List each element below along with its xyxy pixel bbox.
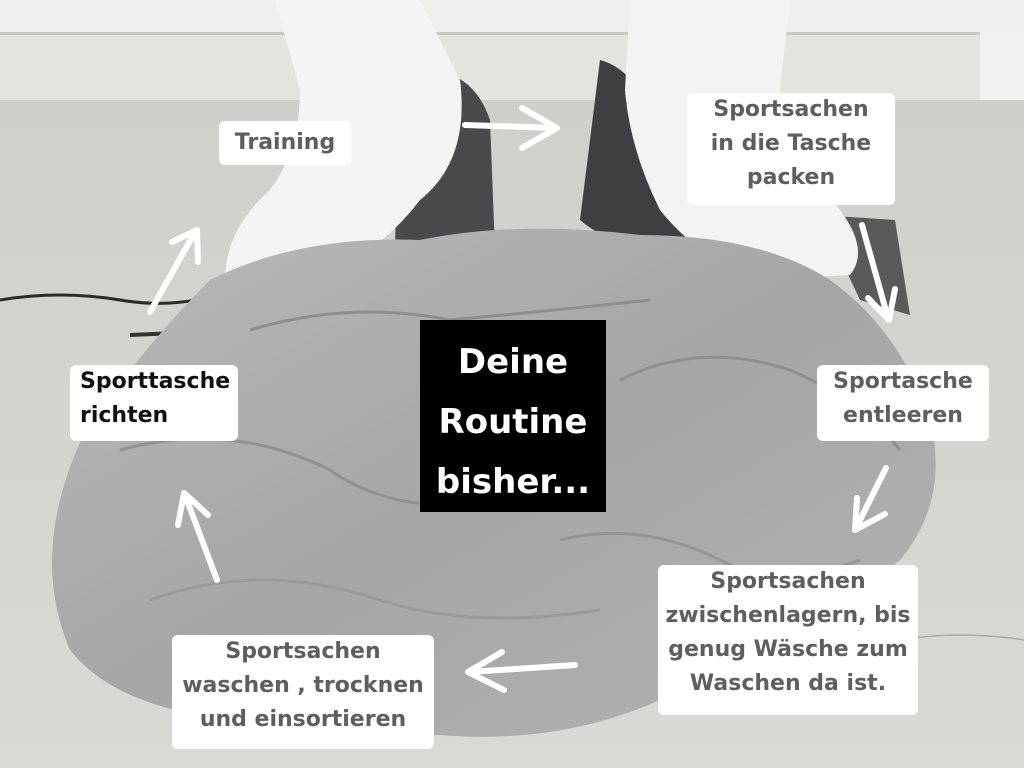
arrow-store-to-wash-icon xyxy=(465,649,578,693)
step-wash-label: Sportsachen waschen , trocknen und einso… xyxy=(172,635,434,749)
headline-text: Deine Routine bisher... xyxy=(435,342,591,502)
step-training-label: Training xyxy=(219,121,351,165)
arrow-prepare-to-training-icon xyxy=(147,227,201,315)
arrow-training-to-pack-icon xyxy=(462,105,560,151)
step-empty-label: Sportasche entleeren xyxy=(817,365,989,441)
step-store-label: Sportsachen zwischenlagern, bis genug Wä… xyxy=(658,565,918,715)
step-prepare-label: Sporttasche richten xyxy=(70,365,238,441)
headline-box: Deine Routine bisher... xyxy=(420,320,606,512)
arrow-empty-to-store-icon xyxy=(852,465,889,533)
step-pack-label: Sportsachen in die Tasche packen xyxy=(687,93,895,205)
arrow-wash-to-prepare-icon xyxy=(175,490,220,583)
arrow-pack-to-empty-icon xyxy=(859,222,898,323)
